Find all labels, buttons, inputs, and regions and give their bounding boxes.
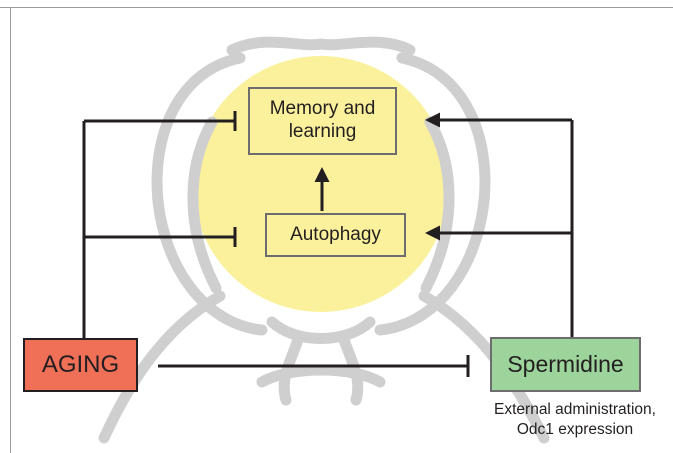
spermidine-label: Spermidine bbox=[507, 350, 624, 377]
spermidine-note-line1: External administration, bbox=[494, 401, 656, 418]
connector-lines bbox=[82, 111, 574, 377]
autophagy-label: Autophagy bbox=[290, 223, 381, 245]
spermidine-note: External administration, Odc1 expression bbox=[480, 400, 670, 440]
memory-learning-label: Memory and learning bbox=[269, 98, 376, 142]
aging-node: AGING bbox=[23, 338, 138, 392]
frame-top-border bbox=[0, 7, 673, 8]
spermidine-note-line2: Odc1 expression bbox=[516, 421, 634, 439]
autophagy-node: Autophagy bbox=[265, 213, 406, 257]
fly-head-outline bbox=[98, 36, 550, 444]
spermidine-node: Spermidine bbox=[490, 337, 641, 392]
frame-left-border bbox=[10, 7, 11, 453]
memory-learning-node: Memory and learning bbox=[248, 87, 397, 155]
aging-label: AGING bbox=[41, 350, 120, 378]
